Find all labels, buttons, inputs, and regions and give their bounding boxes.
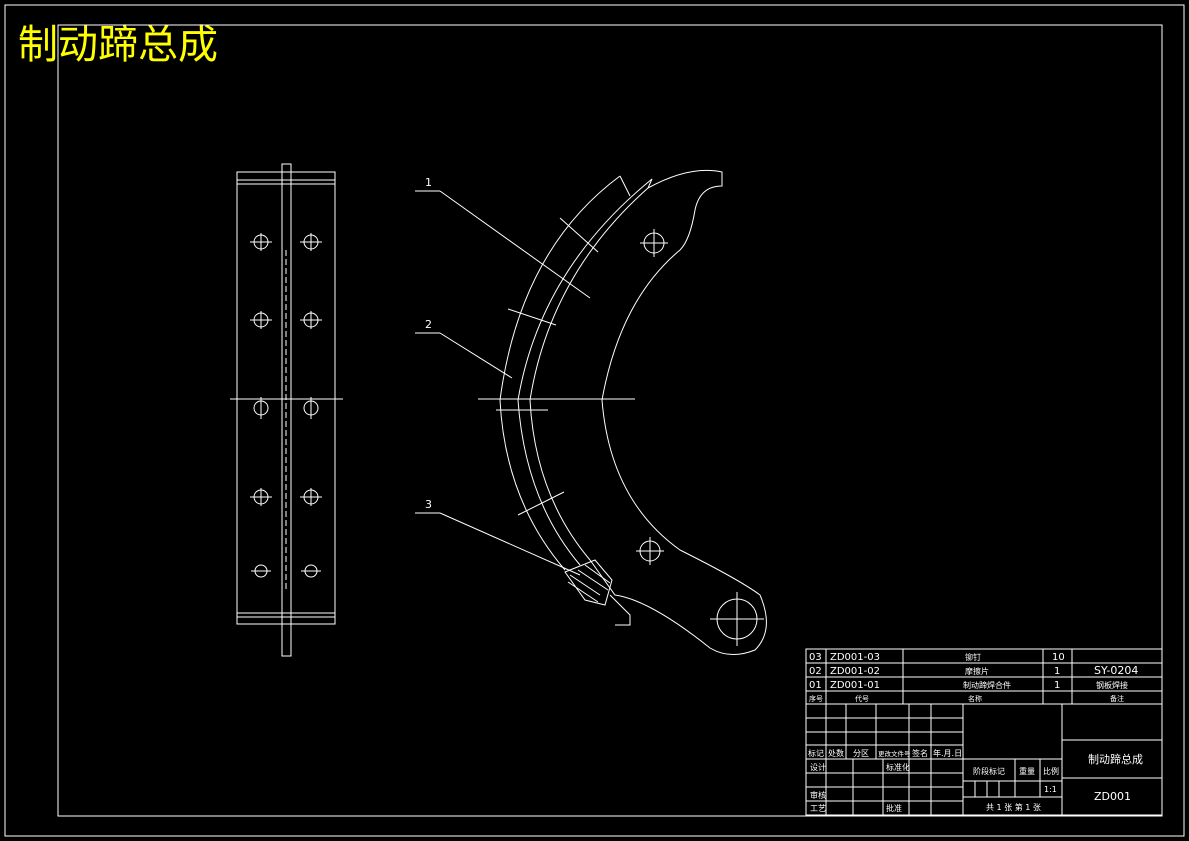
- rev-header-count: 处数: [828, 748, 844, 758]
- bom-name-02: 摩擦片: [965, 666, 989, 676]
- role-approve: 批准: [886, 803, 902, 813]
- bom-qty-03: 10: [1052, 652, 1065, 663]
- bom-header-code: 代号: [855, 694, 869, 703]
- weight-label: 重量: [1019, 766, 1035, 776]
- bom-name-01: 制动蹄焊合件: [963, 680, 1011, 690]
- side-view: [230, 163, 343, 657]
- callout-1: 1: [425, 176, 432, 189]
- rivet-section-hatch: [564, 559, 613, 606]
- shoe-web-outline: [589, 169, 767, 655]
- stage-label: 阶段标记: [973, 766, 1005, 776]
- rev-header-doc: 更改文件号: [878, 749, 911, 758]
- sheet-count: 共 1 张 第 1 张: [986, 802, 1041, 812]
- inner-frame: [57, 24, 1163, 817]
- callout-leaders: [415, 190, 591, 576]
- bom-qty-02: 1: [1054, 666, 1060, 677]
- role-design: 设计: [810, 762, 826, 772]
- titleblock-drawing-no: ZD001: [1094, 790, 1131, 803]
- bom-name-03: 铆钉: [965, 652, 981, 662]
- bom-no-01: 01: [809, 680, 822, 691]
- title-block: [805, 703, 1163, 816]
- role-check: 审核: [810, 790, 826, 800]
- bom-code-03: ZD001-03: [830, 652, 880, 663]
- front-view: [478, 169, 767, 655]
- rev-header-date: 年.月.日: [933, 748, 962, 758]
- lining-inner-arc: [517, 178, 653, 566]
- drawing-title: 制动蹄总成: [18, 22, 218, 68]
- outer-frame: [4, 4, 1185, 837]
- shoe-web-rib: [281, 163, 292, 657]
- role-standard: 标准化: [886, 762, 910, 772]
- rev-header-zone: 分区: [853, 749, 869, 758]
- scale-value: 1:1: [1044, 785, 1057, 794]
- role-process: 工艺: [810, 804, 826, 813]
- callout-2: 2: [425, 318, 432, 331]
- shoe-side-outline: [236, 171, 336, 625]
- titleblock-drawing-name: 制动蹄总成: [1088, 752, 1143, 766]
- bom-header-remark: 备注: [1110, 694, 1124, 703]
- bom-no-03: 03: [809, 652, 822, 663]
- bom-qty-01: 1: [1054, 680, 1060, 691]
- callout-3: 3: [425, 498, 432, 511]
- shoe-rim-arc: [529, 187, 649, 561]
- bom-header-name: 名称: [968, 694, 982, 703]
- bom-table: [805, 648, 1163, 705]
- rev-header-mark: 标记: [808, 748, 824, 758]
- bom-code-01: ZD001-01: [830, 680, 880, 691]
- bom-code-02: ZD001-02: [830, 666, 880, 677]
- bom-material-02: SY-0204: [1094, 664, 1138, 677]
- rivet-holes: [250, 233, 322, 578]
- drawing-frames: [4, 4, 1185, 837]
- bom-no-02: 02: [809, 666, 822, 677]
- bom-header-no: 序号: [809, 694, 823, 703]
- bom-material-01: 钢板焊接: [1096, 680, 1128, 690]
- scale-label: 比例: [1043, 766, 1059, 776]
- lining-outer-arc: [499, 175, 621, 571]
- rev-header-sign: 签名: [912, 748, 928, 758]
